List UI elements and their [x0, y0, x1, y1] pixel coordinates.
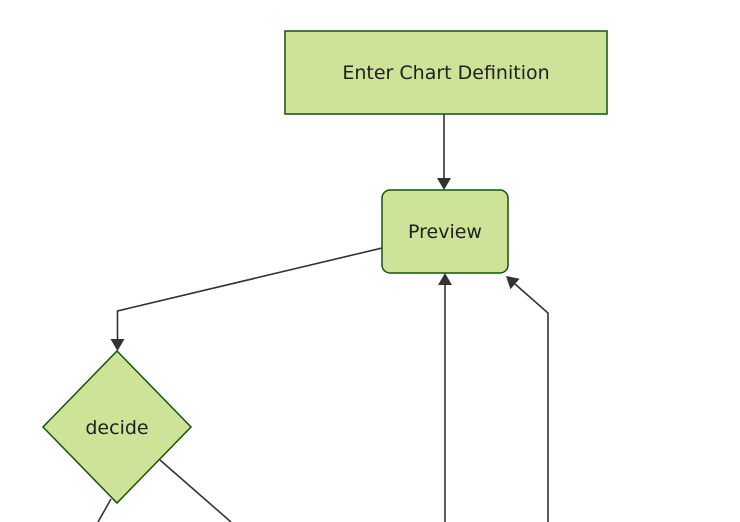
arrowhead-down-icon — [110, 339, 125, 351]
arrowhead-down-icon — [437, 178, 451, 190]
node-diamond — [41, 349, 193, 505]
node-decide: decide — [41, 349, 193, 505]
edge-return-right-to-preview — [506, 276, 549, 522]
node-label-enter-chart-definition: Enter Chart Definition — [342, 62, 549, 84]
node-label-decide: decide — [85, 417, 148, 439]
node-rounded-rectangle — [381, 189, 509, 274]
edge-line — [159, 459, 232, 522]
node-enter-chart-definition: Enter Chart Definition — [284, 30, 608, 115]
edge-enter-to-preview — [437, 114, 451, 190]
edge-return-left-to-preview — [438, 273, 452, 522]
edge-line — [116, 247, 383, 339]
node-label-preview: Preview — [408, 221, 482, 243]
edge-preview-to-decide — [110, 247, 383, 351]
edge-decide-bottom-left — [97, 498, 112, 522]
edge-decide-bottom-right — [159, 459, 232, 522]
edge-line — [97, 498, 112, 522]
arrowhead-up-icon — [438, 273, 452, 285]
arrowhead-up-left-icon — [506, 276, 520, 290]
node-rectangle — [284, 30, 608, 115]
edge-line — [514, 283, 549, 522]
node-preview: Preview — [381, 189, 509, 274]
